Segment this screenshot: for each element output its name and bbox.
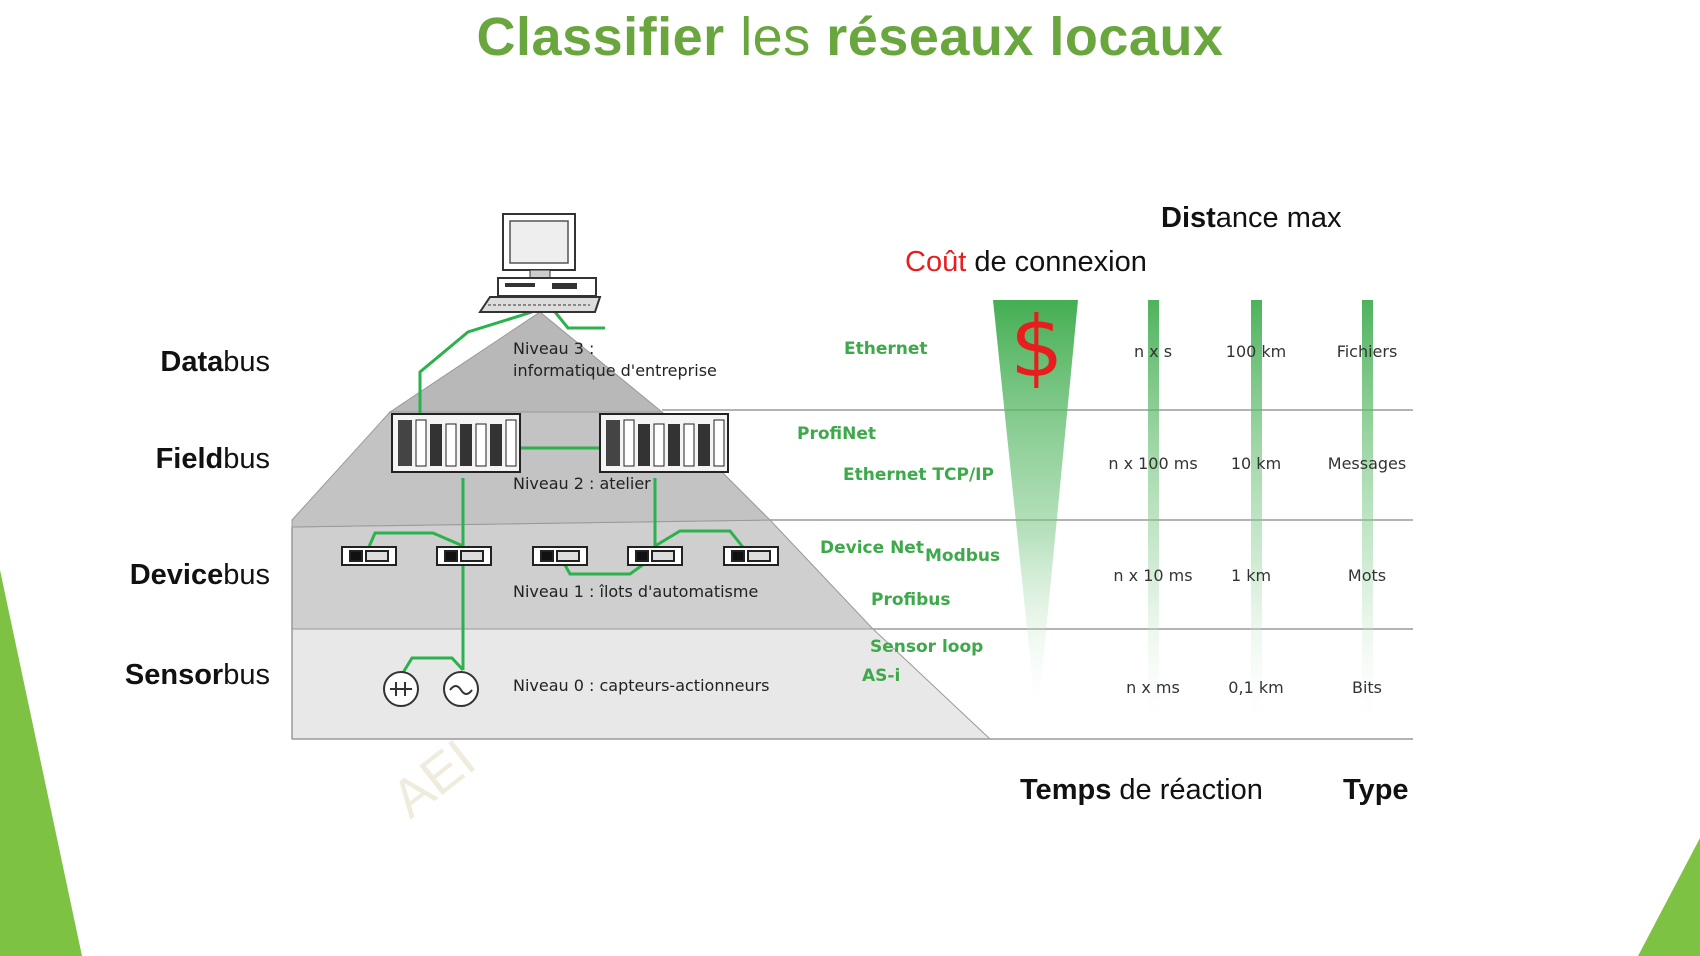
bus-label-bold: Field xyxy=(155,443,224,475)
level-1-label: Niveau 1 : îlots d'automatisme xyxy=(513,582,759,601)
level-2-label: Niveau 2 : atelier xyxy=(513,474,651,493)
header-cost-red: Coût xyxy=(905,246,967,278)
bus-label-bold: Sensor xyxy=(124,659,224,691)
header-type: Type xyxy=(1343,774,1409,807)
slide-title: Classifier les réseaux locaux xyxy=(0,6,1700,68)
cost-gradient-wedge xyxy=(993,300,1078,725)
bus-label-rest: bus xyxy=(223,443,270,475)
sensor-actuator-icons xyxy=(383,671,479,707)
cell-type-row-1: Fichiers xyxy=(1336,342,1398,361)
cell-time-row-1: n x s xyxy=(1133,342,1173,361)
cell-distance-row-3: 1 km xyxy=(1230,566,1272,585)
level-3-label: Niveau 3 : informatique d'entreprise xyxy=(513,338,717,382)
title-part-3: réseaux locaux xyxy=(826,7,1224,67)
protocol-profibus: Profibus xyxy=(871,590,951,610)
distance-gradient-bar xyxy=(1251,300,1262,730)
header-time-rest: de réaction xyxy=(1119,774,1263,806)
cell-type-row-3: Mots xyxy=(1347,566,1387,585)
bus-label-fieldbus: Fieldbus xyxy=(156,443,270,476)
plc-rack-right xyxy=(599,413,729,473)
protocol-ethernet: Ethernet xyxy=(844,339,928,359)
bus-label-rest: bus xyxy=(223,559,270,591)
level-3-line-1: Niveau 3 : xyxy=(513,339,595,358)
cell-type-row-4: Bits xyxy=(1351,678,1383,697)
cost-dollar-icon: $ xyxy=(1010,298,1064,396)
header-distance-rest: ance max xyxy=(1215,202,1342,234)
protocol-asi: AS-i xyxy=(862,666,901,686)
cell-distance-row-2: 10 km xyxy=(1230,454,1282,473)
bus-label-sensorbus: Sensorbus xyxy=(125,659,270,692)
cell-time-row-4: n x ms xyxy=(1126,678,1180,697)
header-type-bold: Type xyxy=(1343,774,1409,806)
type-gradient-bar xyxy=(1362,300,1373,730)
slide-accent-right xyxy=(1638,838,1700,956)
header-cost-rest: de connexion xyxy=(974,246,1147,278)
time-gradient-bar xyxy=(1148,300,1159,730)
header-time-bold: Temps xyxy=(1020,774,1112,806)
bus-label-rest: bus xyxy=(223,346,270,378)
bus-label-bold: Device xyxy=(129,559,224,591)
header-distance-max: Distance max xyxy=(1161,202,1342,235)
cell-type-row-2: Messages xyxy=(1327,454,1407,473)
device-modules xyxy=(341,546,779,566)
cell-time-row-2: n x 100 ms xyxy=(1108,454,1198,473)
bus-label-databus: Databus xyxy=(160,346,270,379)
level-0-label: Niveau 0 : capteurs-actionneurs xyxy=(513,676,770,695)
computer-workstation xyxy=(478,213,602,313)
plc-rack-left xyxy=(391,413,521,473)
cell-time-row-3: n x 10 ms xyxy=(1113,566,1193,585)
protocol-sensorloop: Sensor loop xyxy=(870,637,984,657)
protocol-modbus: Modbus xyxy=(925,546,1001,566)
protocol-profinet: ProfiNet xyxy=(797,424,877,444)
bus-label-rest: bus xyxy=(223,659,270,691)
network-wires xyxy=(363,310,752,677)
pyramid-level-3 xyxy=(388,311,664,413)
header-reaction-time: Temps de réaction xyxy=(1020,774,1263,807)
protocol-ethernet-tcpip: Ethernet TCP/IP xyxy=(843,465,994,485)
cell-distance-row-4: 0,1 km xyxy=(1228,678,1284,697)
level-3-line-2: informatique d'entreprise xyxy=(513,361,717,380)
bus-label-devicebus: Devicebus xyxy=(130,559,270,592)
slide-accent-left xyxy=(0,570,82,956)
cell-distance-row-1: 100 km xyxy=(1225,342,1287,361)
title-part-2: les xyxy=(740,7,811,67)
title-part-1: Classifier xyxy=(476,7,725,67)
header-distance-bold: Dist xyxy=(1161,202,1216,234)
bus-label-bold: Data xyxy=(160,346,224,378)
protocol-devicenet: Device Net xyxy=(820,538,924,558)
header-cost: Coût de connexion xyxy=(905,246,1147,279)
